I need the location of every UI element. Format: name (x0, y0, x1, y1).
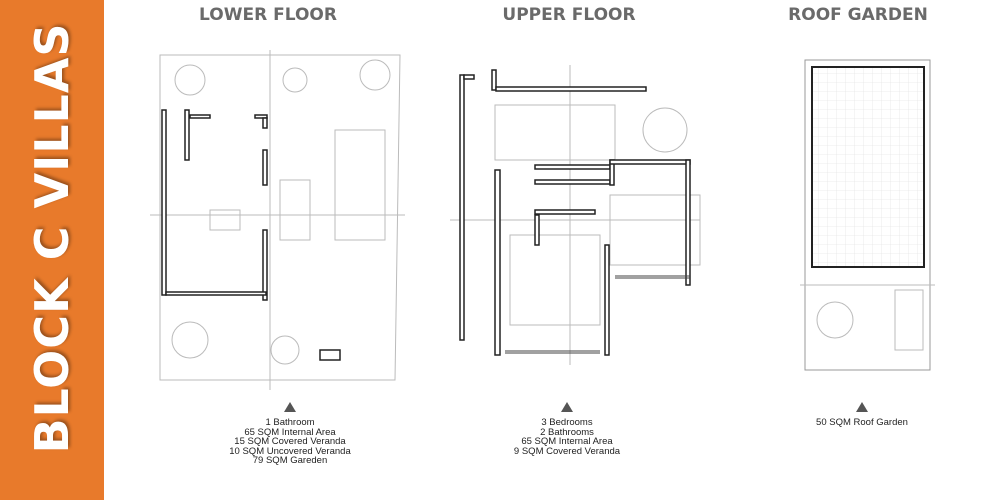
spec-line: 15 SQM Covered Veranda (234, 436, 346, 448)
upper-floor-marker-icon (561, 402, 573, 412)
spec-line: 10 SQM Uncovered Veranda (229, 445, 351, 457)
spec-line: 9 SQM Covered Veranda (513, 445, 621, 457)
upper-floor-specs: 3 Bedrooms 2 Bathrooms 65 SQM Internal A… (514, 418, 620, 456)
spec-line: 50 SQM Roof Garden (816, 417, 908, 428)
side-banner: BLOCK C VILLAS (0, 0, 104, 500)
lower-floor-marker-icon (284, 402, 296, 412)
spec-line: 1 Bathroom (265, 417, 315, 428)
roof-garden-title: ROOF GARDEN (788, 5, 928, 25)
spec-line: 65 SQM Internal Area (244, 426, 336, 438)
lower-floor-specs: 1 Bathroom 65 SQM Internal Area 15 SQM C… (229, 418, 350, 466)
roof-garden-marker-icon (856, 402, 868, 412)
spec-line: 2 Bathrooms (540, 426, 594, 438)
lower-floor-title: LOWER FLOOR (199, 5, 337, 25)
banner-title: BLOCK C VILLAS (25, 22, 79, 454)
lower-floor-plan (150, 50, 405, 390)
roof-garden-specs: 50 SQM Roof Garden (816, 418, 908, 428)
roof-garden-plan (800, 59, 935, 371)
spec-line: 65 SQM Internal Area (521, 436, 613, 448)
upper-floor-title: UPPER FLOOR (502, 5, 636, 25)
spec-line: 3 Bedrooms (541, 417, 593, 428)
upper-floor-plan (450, 65, 701, 365)
spec-line: 79 SQM Gareden (252, 455, 328, 467)
